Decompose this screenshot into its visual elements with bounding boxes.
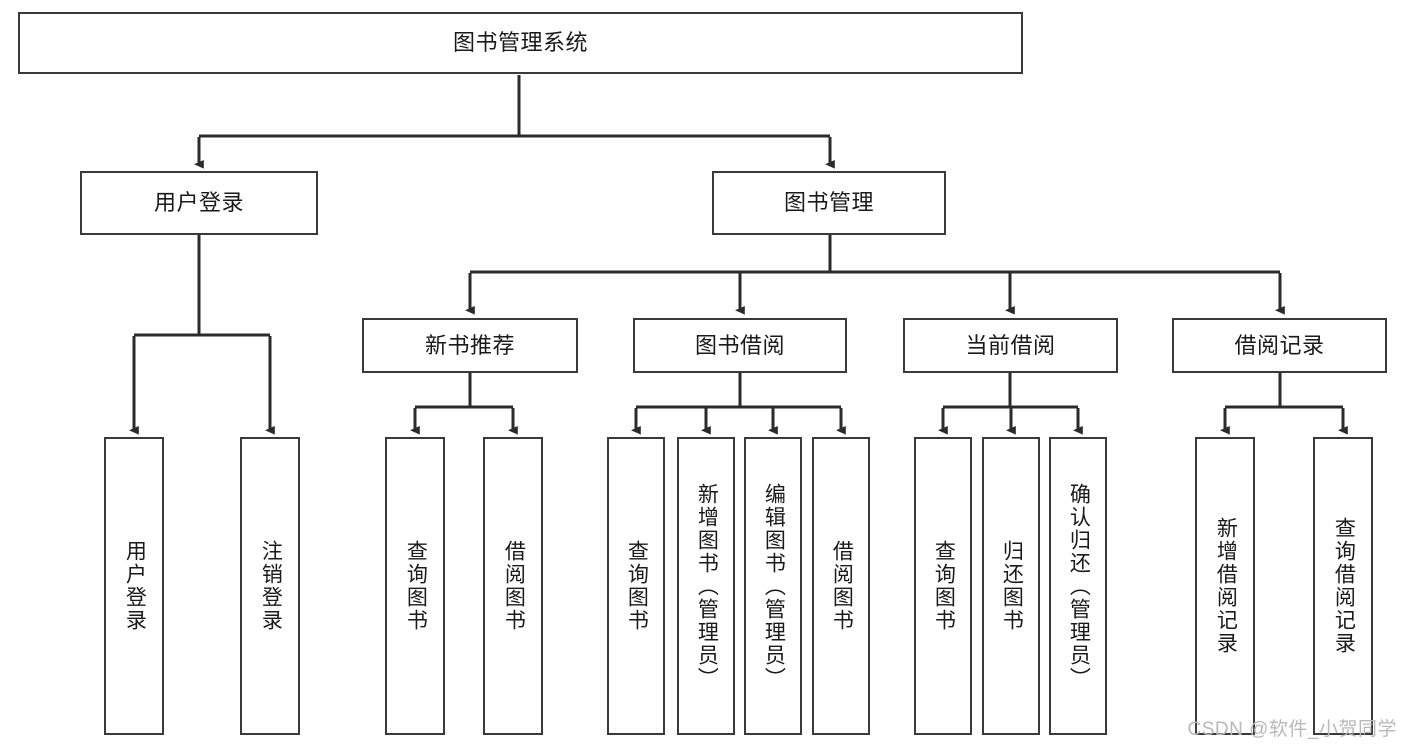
node-leaf-bb-edit-book-label: 编辑图书（管理员） (762, 482, 786, 690)
node-leaf-nb-query-book-label: 查询图书 (404, 540, 428, 632)
node-leaf-br-query-record[interactable]: 查询借阅记录 (1313, 437, 1373, 735)
node-leaf-cb-query-book[interactable]: 查询图书 (914, 437, 972, 735)
node-group-new-book-recommend-label: 新书推荐 (424, 332, 515, 358)
node-leaf-nb-borrow-book[interactable]: 借阅图书 (483, 437, 543, 735)
node-leaf-nb-borrow-book-label: 借阅图书 (502, 540, 526, 632)
node-leaf-bb-add-book-label: 新增图书（管理员） (695, 482, 719, 690)
node-group-current-borrow-label: 当前借阅 (965, 332, 1056, 358)
watermark-text: CSDN @软件_小贺同学 (1187, 719, 1397, 740)
node-root-system[interactable]: 图书管理系统 (18, 12, 1023, 74)
node-leaf-bb-query-book-label: 查询图书 (625, 540, 649, 632)
node-leaf-cb-return-book[interactable]: 归还图书 (982, 437, 1040, 735)
node-leaf-cb-return-book-label: 归还图书 (1000, 540, 1024, 632)
node-group-borrow-record-label: 借阅记录 (1234, 332, 1325, 358)
node-leaf-br-query-record-label: 查询借阅记录 (1332, 517, 1356, 655)
node-leaf-bb-add-book[interactable]: 新增图书（管理员） (677, 437, 735, 735)
node-leaf-bb-borrow-book[interactable]: 借阅图书 (812, 437, 870, 735)
node-user-login[interactable]: 用户登录 (80, 171, 318, 235)
node-group-new-book-recommend[interactable]: 新书推荐 (362, 318, 578, 373)
node-leaf-br-add-record[interactable]: 新增借阅记录 (1195, 437, 1255, 735)
node-book-management[interactable]: 图书管理 (712, 171, 946, 235)
node-group-book-borrow[interactable]: 图书借阅 (633, 318, 847, 373)
node-leaf-cb-query-book-label: 查询图书 (932, 540, 956, 632)
node-root-system-label: 图书管理系统 (452, 30, 588, 56)
node-group-current-borrow[interactable]: 当前借阅 (903, 318, 1118, 373)
node-leaf-bb-query-book[interactable]: 查询图书 (607, 437, 665, 735)
node-leaf-br-add-record-label: 新增借阅记录 (1214, 517, 1238, 655)
node-leaf-cb-confirm-return-label: 确认归还（管理员） (1067, 482, 1091, 690)
node-group-borrow-record[interactable]: 借阅记录 (1172, 318, 1387, 373)
node-user-login-label: 用户登录 (153, 190, 244, 216)
node-leaf-nb-query-book[interactable]: 查询图书 (385, 437, 445, 735)
node-leaf-bb-edit-book[interactable]: 编辑图书（管理员） (744, 437, 802, 735)
node-leaf-bb-borrow-book-label: 借阅图书 (830, 540, 854, 632)
node-group-book-borrow-label: 图书借阅 (694, 332, 785, 358)
node-leaf-logout-label: 注销登录 (259, 540, 283, 632)
node-leaf-user-login[interactable]: 用户登录 (104, 437, 164, 735)
node-book-management-label: 图书管理 (783, 190, 874, 216)
node-leaf-logout[interactable]: 注销登录 (240, 437, 300, 735)
node-leaf-user-login-label: 用户登录 (123, 540, 147, 632)
node-leaf-cb-confirm-return[interactable]: 确认归还（管理员） (1049, 437, 1107, 735)
